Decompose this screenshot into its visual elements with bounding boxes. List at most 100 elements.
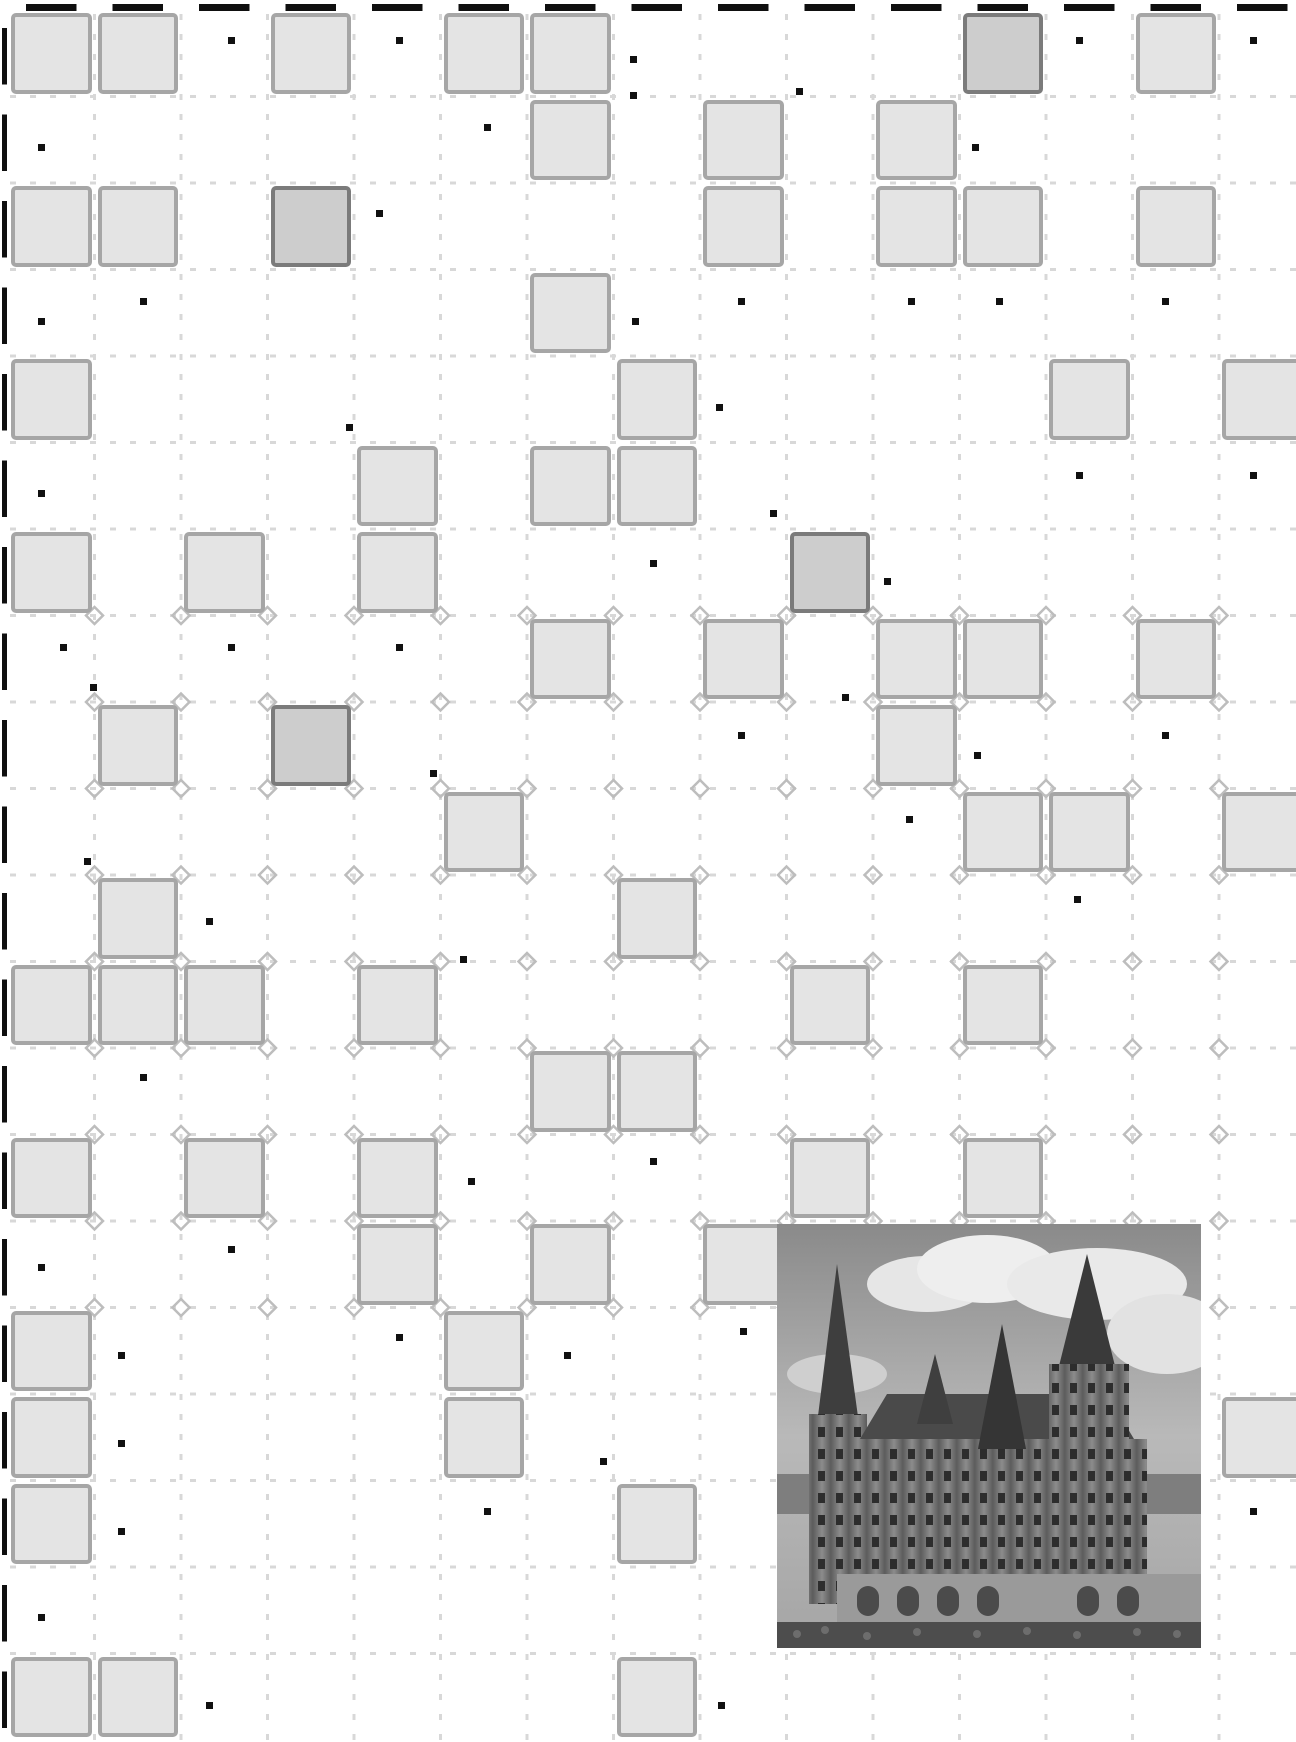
board-tile[interactable] xyxy=(1222,1397,1296,1478)
board-tile[interactable] xyxy=(530,100,611,181)
board-tile[interactable] xyxy=(444,792,525,873)
board-tile[interactable] xyxy=(11,1397,92,1478)
board-tile[interactable] xyxy=(98,965,179,1046)
tile-label xyxy=(739,138,747,142)
board-tile[interactable] xyxy=(876,100,957,181)
board-tile[interactable] xyxy=(184,965,265,1046)
board-tile[interactable] xyxy=(357,965,438,1046)
marker-dot xyxy=(632,318,639,325)
tile-label xyxy=(134,224,142,228)
marker-dot xyxy=(908,298,915,305)
marker-dot xyxy=(740,1328,747,1335)
board-tile[interactable] xyxy=(98,1657,179,1738)
board-tile[interactable] xyxy=(1049,792,1130,873)
board-tile[interactable] xyxy=(98,705,179,786)
board-tile[interactable] xyxy=(790,532,871,613)
tile-label xyxy=(1085,397,1093,401)
tile-label xyxy=(1172,657,1180,661)
tile-label xyxy=(566,311,574,315)
board-tile[interactable] xyxy=(1136,619,1217,700)
board-tile[interactable] xyxy=(703,1224,784,1305)
board-tile[interactable] xyxy=(790,965,871,1046)
board-tile[interactable] xyxy=(1049,359,1130,440)
board-tile[interactable] xyxy=(530,1224,611,1305)
board-tile[interactable] xyxy=(357,1138,438,1219)
board-tile[interactable] xyxy=(530,619,611,700)
board-tile[interactable] xyxy=(444,1311,525,1392)
marker-dot xyxy=(564,1352,571,1359)
board-tile[interactable] xyxy=(876,619,957,700)
board-tile[interactable] xyxy=(1136,186,1217,267)
board-tile[interactable] xyxy=(444,13,525,94)
board-tile[interactable] xyxy=(963,792,1044,873)
board-tile[interactable] xyxy=(963,619,1044,700)
tile-label xyxy=(47,1695,55,1699)
left-dash xyxy=(2,1499,7,1556)
tile-label xyxy=(47,570,55,574)
board-tile[interactable] xyxy=(963,13,1044,94)
board-tile[interactable] xyxy=(963,186,1044,267)
board-tile[interactable] xyxy=(617,1657,698,1738)
board-tile[interactable] xyxy=(11,186,92,267)
tile-label xyxy=(47,1176,55,1180)
top-dash xyxy=(372,4,423,11)
board-tile[interactable] xyxy=(876,705,957,786)
tile-label xyxy=(1258,397,1266,401)
board-tile[interactable] xyxy=(617,1051,698,1132)
board-tile[interactable] xyxy=(11,1657,92,1738)
board-tile[interactable] xyxy=(1222,359,1296,440)
board-tile[interactable] xyxy=(11,965,92,1046)
tile-label xyxy=(826,1176,834,1180)
board-tile[interactable] xyxy=(530,273,611,354)
tile-label xyxy=(393,1176,401,1180)
board-tile[interactable] xyxy=(530,13,611,94)
board-tile[interactable] xyxy=(98,13,179,94)
marker-dot xyxy=(396,37,403,44)
marker-dot xyxy=(884,578,891,585)
board-tile[interactable] xyxy=(11,1311,92,1392)
marker-dot xyxy=(118,1352,125,1359)
marker-dot xyxy=(650,560,657,567)
board-tile[interactable] xyxy=(703,100,784,181)
board-tile[interactable] xyxy=(444,1397,525,1478)
board-tile[interactable] xyxy=(617,1484,698,1565)
board-tile[interactable] xyxy=(1136,13,1217,94)
board-tile[interactable] xyxy=(11,13,92,94)
board-tile[interactable] xyxy=(530,1051,611,1132)
board-tile[interactable] xyxy=(184,1138,265,1219)
board-tile[interactable] xyxy=(963,1138,1044,1219)
board-tile[interactable] xyxy=(98,878,179,959)
board-tile[interactable] xyxy=(184,532,265,613)
marker-dot xyxy=(1162,298,1169,305)
board-tile[interactable] xyxy=(271,705,352,786)
marker-dot xyxy=(770,510,777,517)
board-tile[interactable] xyxy=(617,446,698,527)
tile-label xyxy=(1172,224,1180,228)
board-tile[interactable] xyxy=(11,1484,92,1565)
board-tile[interactable] xyxy=(703,619,784,700)
board-tile[interactable] xyxy=(271,186,352,267)
board-tile[interactable] xyxy=(271,13,352,94)
board-tile[interactable] xyxy=(98,186,179,267)
tile-label xyxy=(653,1089,661,1093)
left-dash xyxy=(2,720,7,777)
board-tile[interactable] xyxy=(876,186,957,267)
marker-dot xyxy=(206,918,213,925)
board-tile[interactable] xyxy=(530,446,611,527)
board-tile[interactable] xyxy=(11,359,92,440)
board-tile[interactable] xyxy=(790,1138,871,1219)
board-tile[interactable] xyxy=(617,878,698,959)
board-tile[interactable] xyxy=(357,532,438,613)
board-tile[interactable] xyxy=(963,965,1044,1046)
tile-label xyxy=(826,1003,834,1007)
tile-label xyxy=(393,1262,401,1266)
tile-label xyxy=(134,51,142,55)
board-tile[interactable] xyxy=(617,359,698,440)
board-tile[interactable] xyxy=(11,1138,92,1219)
board-tile[interactable] xyxy=(1222,792,1296,873)
board-tile[interactable] xyxy=(11,532,92,613)
board-tile[interactable] xyxy=(357,446,438,527)
board-tile[interactable] xyxy=(703,186,784,267)
board-tile[interactable] xyxy=(357,1224,438,1305)
marker-dot xyxy=(842,694,849,701)
